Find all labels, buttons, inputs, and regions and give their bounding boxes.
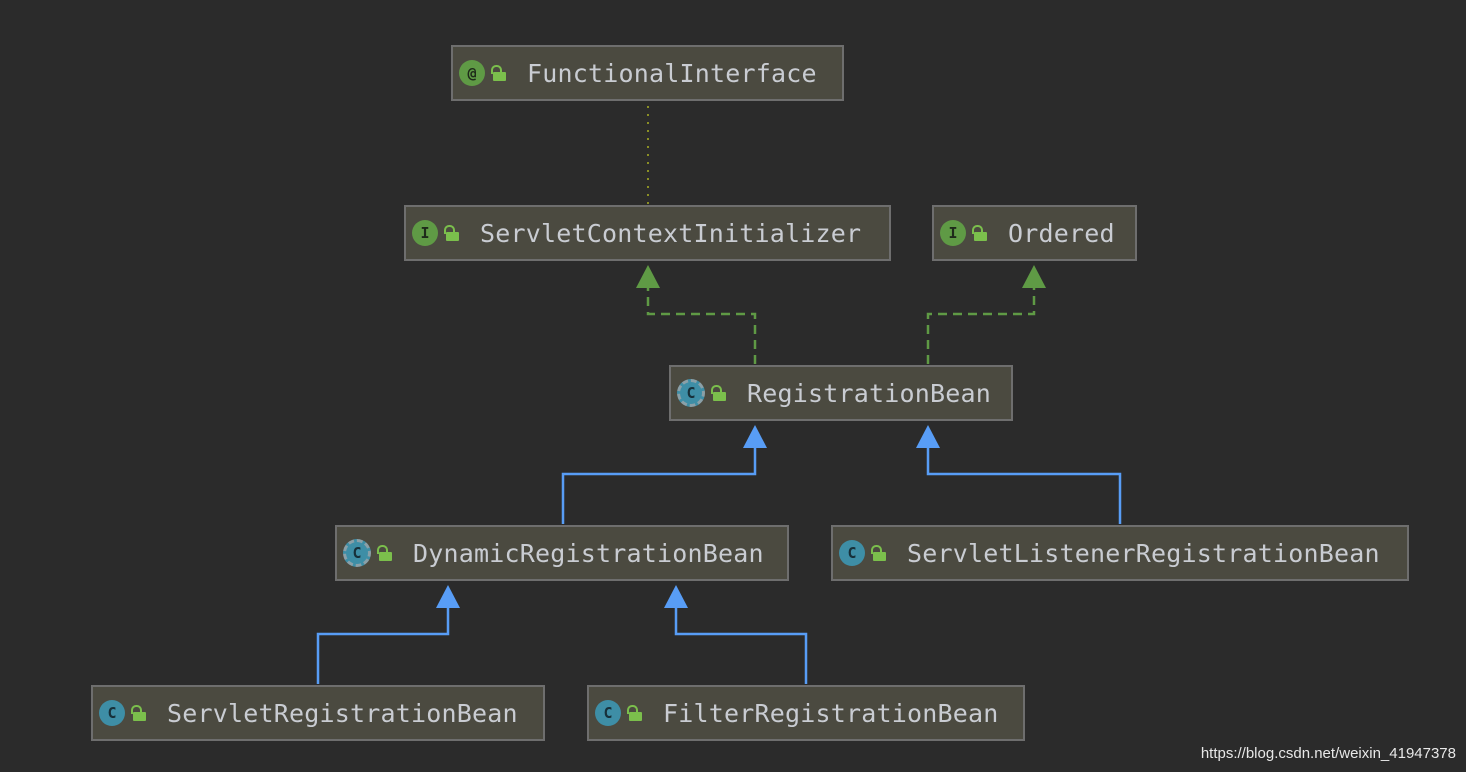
unlocked-icon	[379, 545, 393, 561]
edge-filter-registration-bean-dynamic-registration-bean	[674, 608, 808, 684]
interface-icon: I	[940, 220, 966, 246]
node-label: ServletRegistrationBean	[167, 698, 518, 728]
abstract-class-icon: C	[677, 379, 705, 407]
edge-registration-bean-servlet-context-initializer	[646, 288, 757, 364]
node-functional-interface[interactable]: @ FunctionalInterface	[451, 45, 844, 101]
abstract-class-icon: C	[343, 539, 371, 567]
arrowhead-dynamic-registration-bean-left	[436, 585, 460, 608]
arrowhead-ordered	[1022, 265, 1046, 288]
class-icon: C	[99, 700, 125, 726]
watermark: https://blog.csdn.net/weixin_41947378	[1200, 745, 1456, 762]
unlocked-icon	[974, 225, 988, 241]
unlocked-icon	[133, 705, 147, 721]
node-servlet-registration-bean[interactable]: C ServletRegistrationBean	[91, 685, 545, 741]
edge-servlet-listener-registration-bean-registration-bean	[926, 448, 1122, 524]
node-servlet-listener-registration-bean[interactable]: C ServletListenerRegistrationBean	[831, 525, 1409, 581]
node-label: ServletContextInitializer	[480, 218, 862, 248]
unlocked-icon	[873, 545, 887, 561]
node-dynamic-registration-bean[interactable]: C DynamicRegistrationBean	[335, 525, 789, 581]
unlocked-icon	[446, 225, 460, 241]
annotation-icon: @	[459, 60, 485, 86]
node-servlet-context-initializer[interactable]: I ServletContextInitializer	[404, 205, 891, 261]
unlocked-icon	[493, 65, 507, 81]
node-label: FunctionalInterface	[527, 58, 817, 88]
node-label: Ordered	[1008, 218, 1115, 248]
edge-dynamic-registration-bean-registration-bean	[561, 448, 757, 524]
node-filter-registration-bean[interactable]: C FilterRegistrationBean	[587, 685, 1025, 741]
unlocked-icon	[629, 705, 643, 721]
interface-icon: I	[412, 220, 438, 246]
arrowhead-dynamic-registration-bean-right	[664, 585, 688, 608]
unlocked-icon	[713, 385, 727, 401]
edge-registration-bean-ordered	[926, 288, 1036, 364]
class-icon: C	[839, 540, 865, 566]
class-icon: C	[595, 700, 621, 726]
node-ordered[interactable]: I Ordered	[932, 205, 1137, 261]
node-registration-bean[interactable]: C RegistrationBean	[669, 365, 1013, 421]
node-label: ServletListenerRegistrationBean	[907, 538, 1380, 568]
arrowhead-servlet-context-initializer	[636, 265, 660, 288]
node-label: DynamicRegistrationBean	[413, 538, 764, 568]
arrowhead-registration-bean-left	[743, 425, 767, 448]
node-label: FilterRegistrationBean	[663, 698, 999, 728]
node-label: RegistrationBean	[747, 378, 992, 408]
edge-servlet-registration-bean-dynamic-registration-bean	[316, 608, 450, 684]
arrowhead-registration-bean-right	[916, 425, 940, 448]
